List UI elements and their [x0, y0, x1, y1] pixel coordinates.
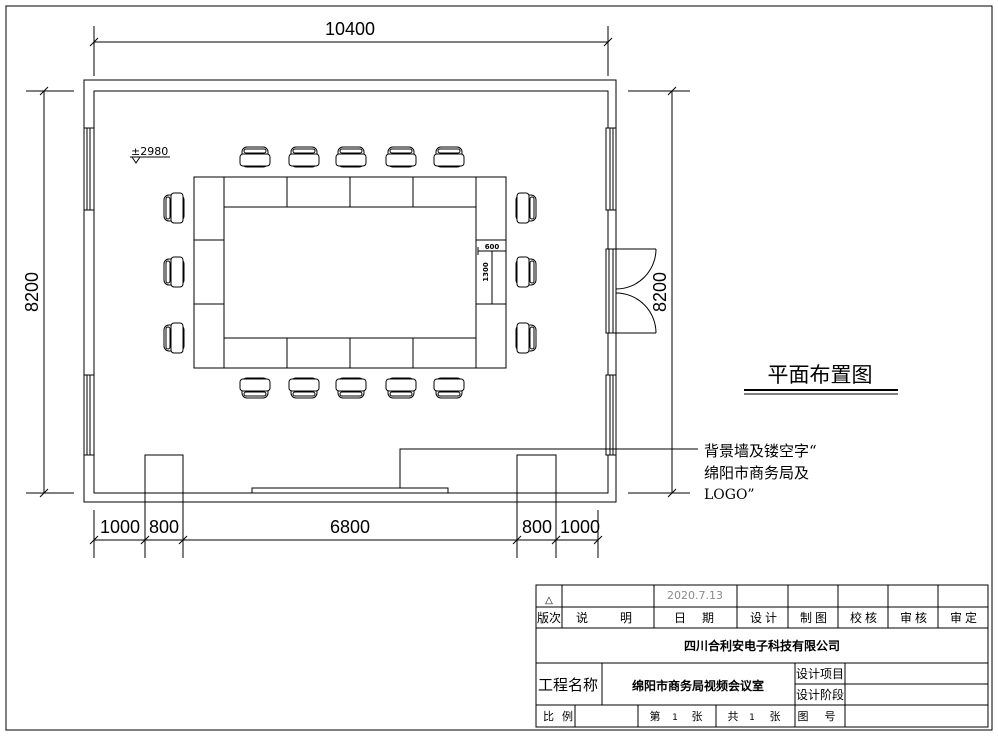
dimension-bottom-4: 800 — [522, 517, 552, 537]
header-review-1: 审 — [900, 610, 912, 625]
dimension-right-label: 8200 — [650, 272, 670, 312]
dimension-bottom-1: 1000 — [100, 517, 140, 537]
chair — [335, 146, 367, 168]
dimension-top — [89, 26, 613, 76]
chair — [515, 322, 537, 354]
chairs-left — [163, 192, 185, 354]
table-dimension — [477, 247, 507, 305]
chair — [335, 377, 367, 399]
window-right-top — [605, 127, 617, 211]
annotation-leader — [399, 448, 698, 488]
scale-label-2: 例 — [562, 709, 573, 723]
window-left-top — [83, 127, 95, 211]
bottom-cabinets — [144, 454, 557, 494]
total-number: 1 — [749, 713, 755, 723]
header-draw-2: 图 — [815, 611, 827, 625]
header-date-1: 日 — [674, 611, 686, 625]
drawing-frame — [5, 5, 993, 731]
project-label: 工程名称 — [538, 676, 598, 694]
conference-table — [193, 176, 507, 369]
dimension-bottom-5: 1000 — [560, 517, 600, 537]
chair — [163, 256, 185, 288]
chair — [288, 146, 320, 168]
annotation-line-2: 绵阳市商务局及 — [704, 464, 809, 482]
revision-date: 2020.7.13 — [667, 589, 723, 602]
table-length-label: 1300 — [482, 262, 490, 282]
room-walls — [83, 79, 617, 503]
chair — [239, 377, 271, 399]
chair — [163, 192, 185, 224]
dimension-left — [26, 86, 74, 498]
company-name: 四川合利安电子科技有限公司 — [684, 638, 840, 653]
total-unit: 张 — [770, 710, 781, 723]
dimension-bottom-2: 800 — [149, 517, 179, 537]
title-block — [535, 584, 989, 728]
dimension-right — [628, 86, 690, 498]
header-check-1: 校 — [850, 610, 862, 625]
design-item-label: 设计项目 — [796, 667, 844, 681]
chair — [515, 192, 537, 224]
header-check-2: 核 — [865, 611, 877, 625]
dimension-left-label: 8200 — [22, 272, 42, 312]
header-design-2: 计 — [765, 611, 777, 625]
scale-label-1: 比 — [543, 710, 554, 723]
chair — [515, 256, 537, 288]
sheet-number: 1 — [672, 713, 678, 723]
total-label: 共 — [728, 710, 739, 723]
header-desc-2: 明 — [620, 611, 632, 625]
drawing-no-label-1: 图 — [798, 710, 809, 723]
dimension-top-label: 10400 — [325, 19, 375, 39]
table-width-label: 600 — [485, 243, 500, 251]
header-design-1: 设 — [750, 611, 762, 625]
window-left-bottom — [83, 374, 95, 456]
project-name: 绵阳市商务局视频会议室 — [632, 678, 764, 693]
chair — [433, 377, 465, 399]
header-version: 版次 — [537, 611, 561, 625]
design-stage-label: 设计阶段 — [796, 687, 844, 702]
chair — [433, 146, 465, 168]
chairs-top — [239, 146, 465, 168]
chair — [385, 377, 417, 399]
header-desc-1: 说 — [576, 610, 588, 625]
sheet-unit: 张 — [692, 710, 703, 723]
plan-title-underline — [744, 389, 898, 395]
header-date-2: 期 — [702, 611, 714, 625]
annotation-line-3: LOGO” — [704, 487, 755, 503]
elevation-marker — [130, 156, 170, 164]
chair — [239, 146, 271, 168]
header-review-2: 核 — [915, 611, 927, 625]
elevation-label: ±2980 — [131, 145, 168, 158]
window-right-bottom — [605, 374, 617, 456]
chairs-right — [515, 192, 537, 354]
double-door — [605, 248, 657, 334]
header-draw-1: 制 — [800, 611, 812, 625]
chairs-bottom — [239, 377, 465, 399]
revision-mark: △ — [545, 595, 553, 606]
sheet-label: 第 — [650, 709, 661, 723]
dimension-bottom-3: 6800 — [330, 517, 370, 537]
drawing-no-label-2: 号 — [825, 710, 836, 723]
chair — [385, 146, 417, 168]
chair — [288, 377, 320, 399]
header-approve-1: 审 — [950, 610, 962, 625]
chair — [163, 322, 185, 354]
plan-title: 平面布置图 — [768, 363, 873, 387]
header-approve-2: 定 — [965, 610, 977, 625]
dimension-bottom — [89, 455, 603, 558]
annotation-line-1: 背景墙及镂空字“ — [704, 442, 817, 460]
